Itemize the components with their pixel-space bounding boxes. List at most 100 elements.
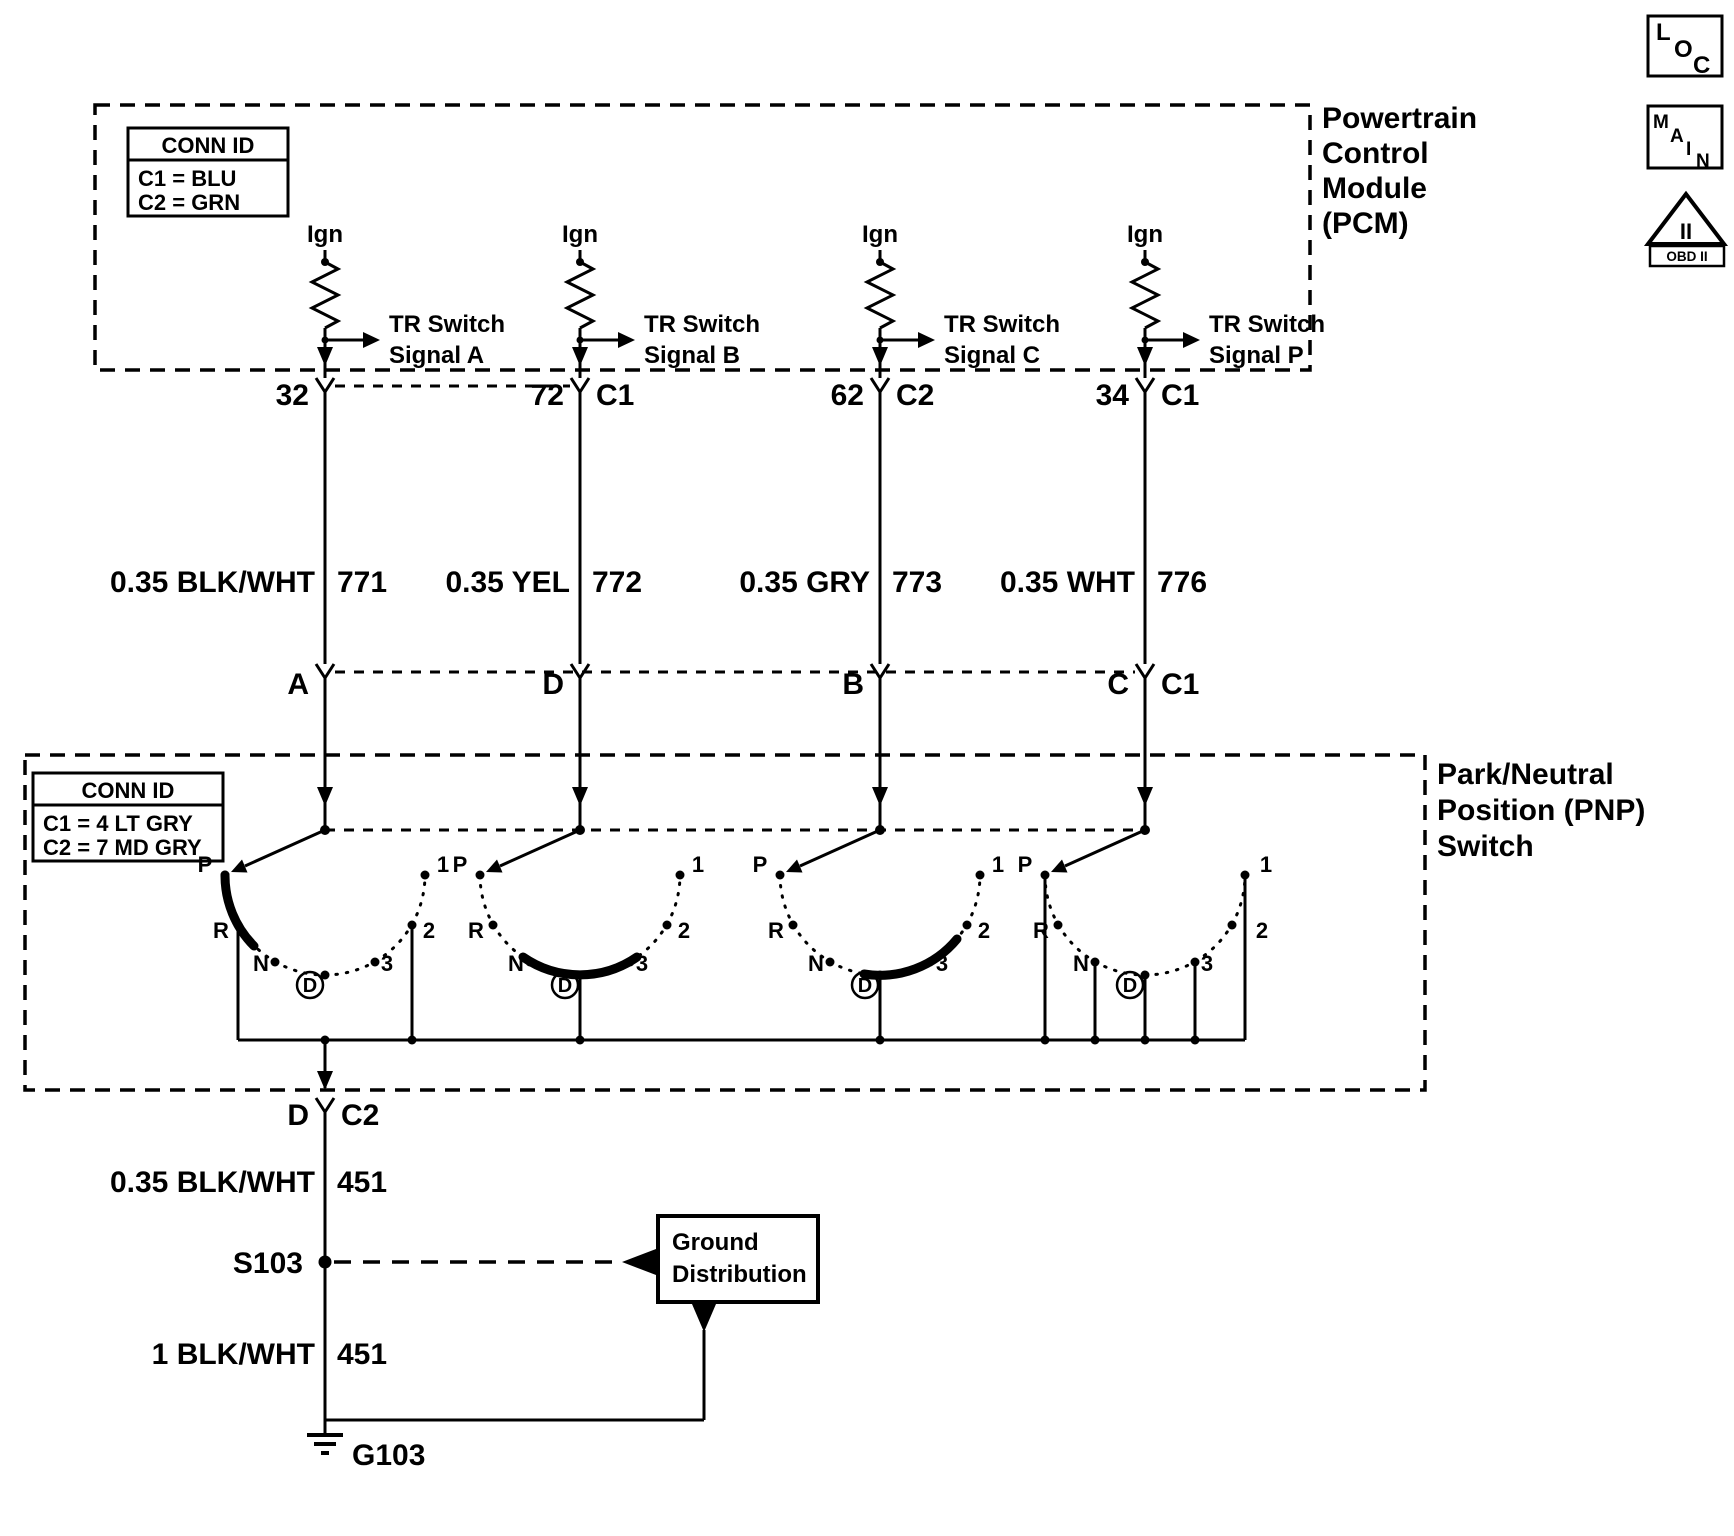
right-arrow-icon bbox=[1183, 332, 1200, 348]
obdii-label-box bbox=[1648, 244, 1726, 268]
position-label-n: N bbox=[808, 951, 824, 976]
tr-signal-label: TR Switch bbox=[644, 311, 760, 338]
closed-contact-arc bbox=[220, 870, 259, 951]
rotary-switch-b: P R N D 3 2 1 bbox=[453, 825, 704, 1040]
down-arrow-icon bbox=[1137, 787, 1153, 806]
tr-signal-label: Signal B bbox=[644, 342, 740, 369]
pcm-pin-number: 72 bbox=[531, 379, 564, 412]
junction-dot bbox=[875, 1035, 885, 1045]
main-letter: I bbox=[1686, 139, 1691, 160]
down-arrow-icon bbox=[317, 347, 333, 366]
loc-letter: C bbox=[1693, 52, 1710, 79]
loc-box bbox=[1646, 14, 1724, 78]
conn-id-box bbox=[31, 771, 225, 863]
position-label-p: P bbox=[453, 852, 468, 877]
wire-label: 0.35 GRY bbox=[739, 566, 870, 599]
pcm-module: Powertrain Control Module (PCM) CONN ID … bbox=[93, 102, 1477, 830]
junction-dot bbox=[1140, 1035, 1150, 1045]
position-label-r: R bbox=[1033, 918, 1049, 943]
ign-label: Ign bbox=[562, 221, 598, 248]
main-letter: M bbox=[1653, 112, 1669, 133]
switch-contact-arc bbox=[474, 869, 686, 981]
tr-signal-label: TR Switch bbox=[1209, 311, 1325, 338]
rotary-switch-d: P R N D 3 2 1 bbox=[1018, 825, 1272, 1040]
switch-contact-arc bbox=[219, 869, 431, 981]
loc-letter: L bbox=[1656, 19, 1671, 46]
circuit-number: 451 bbox=[337, 1338, 387, 1371]
position-label-p: P bbox=[198, 852, 213, 877]
pcm-title-line: Control bbox=[1322, 137, 1429, 170]
main-box bbox=[1646, 104, 1724, 170]
junction-dot bbox=[1090, 1035, 1100, 1045]
down-arrow-icon bbox=[572, 347, 588, 366]
main-letter: N bbox=[1696, 151, 1710, 172]
pcm-pin-number: 34 bbox=[1096, 379, 1130, 412]
circuit-number: 776 bbox=[1157, 566, 1207, 599]
conn-id-row: C2 = GRN bbox=[138, 190, 240, 215]
wiper-arm-icon bbox=[1049, 828, 1147, 874]
left-arrow-icon bbox=[622, 1249, 656, 1275]
output-connector-icon bbox=[314, 1096, 336, 1114]
splice-label: S103 bbox=[233, 1247, 303, 1280]
pnp-title-line: Switch bbox=[1437, 830, 1534, 863]
tr-signal-label: Signal P bbox=[1209, 342, 1304, 369]
position-label-3: 3 bbox=[936, 951, 948, 976]
loc-letter: O bbox=[1674, 36, 1693, 63]
wire-label: 1 BLK/WHT bbox=[152, 1338, 315, 1371]
position-label-r: R bbox=[213, 918, 229, 943]
pcm-box bbox=[93, 103, 1312, 372]
resistor-symbol bbox=[1130, 260, 1160, 330]
pcm-title-line: Module bbox=[1322, 172, 1427, 205]
pnp-pin-letter: B bbox=[842, 668, 864, 701]
ground-label: G103 bbox=[352, 1439, 425, 1472]
pcm-title-line: Powertrain bbox=[1322, 102, 1477, 135]
position-label-1: 1 bbox=[692, 852, 704, 877]
junction-dot bbox=[407, 1035, 417, 1045]
position-label-n: N bbox=[508, 951, 524, 976]
main-letter: A bbox=[1670, 126, 1684, 147]
junction-dot bbox=[1040, 1035, 1050, 1045]
position-label-n: N bbox=[253, 951, 269, 976]
pcm-connector-id: C2 bbox=[896, 379, 934, 412]
ground-distribution-box bbox=[656, 1214, 820, 1304]
pnp-pin-letter: A bbox=[287, 668, 309, 701]
junction-dot bbox=[1190, 1035, 1200, 1045]
splice-dot bbox=[318, 1255, 332, 1269]
pcm-connector-icon bbox=[569, 376, 591, 394]
position-label-1: 1 bbox=[437, 852, 449, 877]
closed-contact-arc bbox=[859, 934, 962, 980]
pcm-pin-number: 32 bbox=[276, 379, 309, 412]
down-arrow-icon bbox=[1137, 347, 1153, 366]
right-arrow-icon bbox=[618, 332, 635, 348]
wiper-arm-icon bbox=[784, 828, 882, 874]
position-label-p: P bbox=[1018, 852, 1033, 877]
corner-symbols: L O C M A I N II OBD II bbox=[1643, 14, 1729, 268]
right-arrow-icon bbox=[918, 332, 935, 348]
position-label-2: 2 bbox=[978, 918, 990, 943]
ign-label: Ign bbox=[307, 221, 343, 248]
position-label-d: D bbox=[303, 975, 317, 997]
position-label-2: 2 bbox=[1256, 918, 1268, 943]
pcm-title-line: (PCM) bbox=[1322, 207, 1409, 240]
tr-signal-label: TR Switch bbox=[389, 311, 505, 338]
ign-label: Ign bbox=[1127, 221, 1163, 248]
down-arrow-icon bbox=[872, 787, 888, 806]
resistor-symbol bbox=[310, 260, 340, 330]
circuit-number: 773 bbox=[892, 566, 942, 599]
pcm-pin-number: 62 bbox=[831, 379, 864, 412]
resistor-symbol bbox=[865, 260, 895, 330]
position-label-2: 2 bbox=[423, 918, 435, 943]
wire-label: 0.35 BLK/WHT bbox=[110, 566, 315, 599]
ground-distribution-label: Distribution bbox=[672, 1261, 807, 1288]
position-label-n: N bbox=[1073, 951, 1089, 976]
pnp-box bbox=[23, 753, 1427, 1092]
position-label-1: 1 bbox=[1260, 852, 1272, 877]
conn-id-row: C2 = 7 MD GRY bbox=[43, 835, 202, 860]
main-symbol: M A I N bbox=[1646, 104, 1724, 172]
position-label-r: R bbox=[768, 918, 784, 943]
pcm-channel-c: Ign TR Switch Signal C 62 C2 0.35 GRY 77… bbox=[739, 221, 1060, 830]
switch-contact-arc bbox=[774, 869, 986, 981]
output-connector-id: C2 bbox=[341, 1099, 379, 1132]
pnp-connector-icon bbox=[1134, 662, 1156, 680]
